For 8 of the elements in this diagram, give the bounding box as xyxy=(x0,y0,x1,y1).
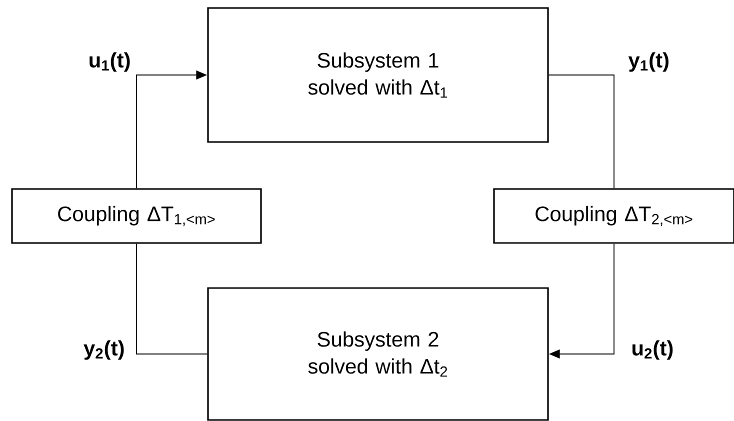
subsystem-box: Subsystem 2 solved with Δt$_{2}$ xyxy=(207,287,549,421)
signal-label: y$_{2}$(t) xyxy=(84,340,124,360)
coupling-box: Coupling ΔT$_{2,<m>}$ xyxy=(493,188,734,244)
signal-label: y$_{1}$(t) xyxy=(628,52,668,72)
signal-label: u$_{1}$(t) xyxy=(90,52,130,72)
coupling-box: Coupling ΔT$_{1,<m>}$ xyxy=(11,188,262,244)
subsystem-box: Subsystem 1 solved with Δt$_{1}$ xyxy=(207,7,549,143)
signal-label: u$_{2}$(t) xyxy=(632,340,673,360)
